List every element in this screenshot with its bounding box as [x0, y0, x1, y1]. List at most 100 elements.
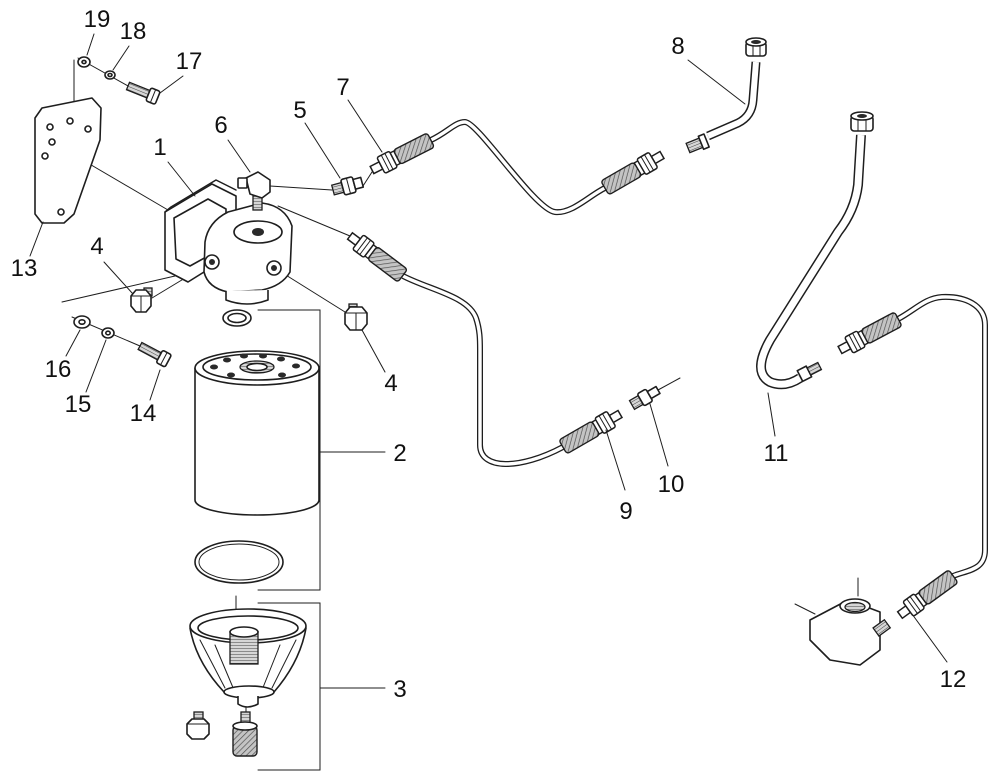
leader-11 [767, 392, 776, 437]
hose-outline [429, 119, 607, 216]
plug-hex [186, 718, 210, 740]
callout-9: 9 [619, 498, 632, 525]
nut-bore [857, 114, 867, 118]
alignment-lines [51, 57, 859, 713]
connector-nipple [646, 385, 661, 400]
bowl-rib [261, 644, 281, 691]
fuel-pipe-11 [756, 111, 874, 390]
bowl-rib [214, 644, 235, 691]
nipple-thread [872, 618, 892, 637]
bolt-head-facet [149, 89, 157, 104]
callout-10: 10 [658, 471, 685, 498]
bowl-drain-boss [237, 696, 259, 708]
hose-core [402, 274, 564, 466]
leader-lines [29, 33, 948, 663]
lower-hose-9 [401, 273, 565, 467]
leader-12 [911, 613, 948, 663]
leader-10 [649, 403, 669, 467]
hose-end-fitting-11 [835, 310, 904, 359]
hose-end-fitting-12 [893, 568, 960, 624]
leader-7 [347, 99, 383, 153]
leader-18 [112, 45, 130, 71]
callout-12: 12 [940, 666, 967, 693]
callout-5: 5 [293, 97, 306, 124]
leader-8 [687, 59, 746, 105]
pipe-11-nut [850, 111, 874, 132]
pipe-core [757, 134, 865, 388]
pipe-11-nipple [796, 361, 823, 383]
plate-hole [84, 125, 92, 133]
elbow-outlet [237, 177, 248, 189]
align-line-head-hose [277, 205, 351, 237]
pipe-core [706, 61, 759, 139]
mounting-plate [34, 97, 102, 224]
pipe-8-nut [745, 37, 767, 57]
head-top-port-hole [252, 228, 264, 236]
hose-outline [401, 273, 565, 467]
bolt-17 [125, 81, 161, 105]
leader-4-right [361, 329, 386, 373]
plug-top [232, 721, 258, 731]
elbow-body [245, 171, 271, 199]
washer-18 [104, 70, 116, 80]
plug-4-right [344, 303, 368, 331]
plug-4-left [130, 287, 153, 313]
callout-2: 2 [393, 440, 406, 467]
fitting-hex-facet [345, 177, 352, 195]
bowl-rib [271, 639, 297, 689]
washer-hole [107, 72, 113, 78]
callout-16: 16 [45, 356, 72, 383]
leader-6 [227, 139, 251, 173]
callout-4-left: 4 [90, 233, 103, 260]
washer-hole [81, 59, 87, 65]
filter-cartridge [194, 350, 320, 516]
plate-hole [46, 123, 54, 131]
bottom-o-ring [194, 540, 284, 584]
drain-plug-knurled [232, 711, 258, 757]
cartridge-center-bore [246, 362, 268, 372]
cartridge-hole [278, 372, 286, 378]
callout-15: 15 [65, 391, 92, 418]
cartridge-hole [259, 353, 267, 359]
upper-hose-7 [429, 119, 607, 216]
align-line-fitting-10 [657, 377, 681, 391]
plate-outline [34, 97, 102, 224]
washer-hole [78, 318, 86, 325]
callout-1: 1 [153, 134, 166, 161]
fitting-nipple [352, 176, 365, 190]
cartridge-hole [277, 356, 285, 362]
hose-core [897, 295, 987, 578]
plate-hole [41, 152, 49, 160]
pipe-8-nipple [685, 133, 710, 154]
cartridge-hole [210, 364, 218, 370]
leader-1 [167, 161, 196, 197]
leader-4-left [103, 261, 134, 295]
o-ring-inner [198, 543, 280, 581]
bowl-neck-top [229, 626, 259, 638]
leader-19 [86, 33, 95, 56]
callout-17: 17 [176, 48, 203, 75]
connector-10 [628, 385, 661, 411]
nut-bore [751, 40, 761, 44]
cartridge-hole [292, 363, 300, 369]
callout-labels: 19 18 17 1 6 5 7 8 13 4 16 15 14 4 2 3 9… [11, 6, 967, 703]
hose-end-fitting-upper-right [599, 146, 668, 197]
adapter-fitting-5 [330, 176, 365, 196]
bracket-line [257, 309, 321, 591]
plate-hole [57, 208, 65, 216]
leader-5 [304, 122, 341, 179]
callout-8: 8 [671, 33, 684, 60]
leader-17 [159, 75, 184, 94]
bowl-rib [199, 639, 226, 689]
top-seal-ring [222, 309, 252, 327]
callout-19: 19 [84, 6, 111, 33]
filter-head [164, 179, 293, 305]
leader-9 [605, 429, 626, 491]
nipple-thread [806, 361, 823, 376]
callout-6: 6 [214, 112, 227, 139]
align-line-elbow-12-side [794, 603, 816, 615]
right-hose-12 [896, 293, 988, 579]
plate-hole [66, 117, 74, 125]
leader-13 [29, 221, 44, 257]
